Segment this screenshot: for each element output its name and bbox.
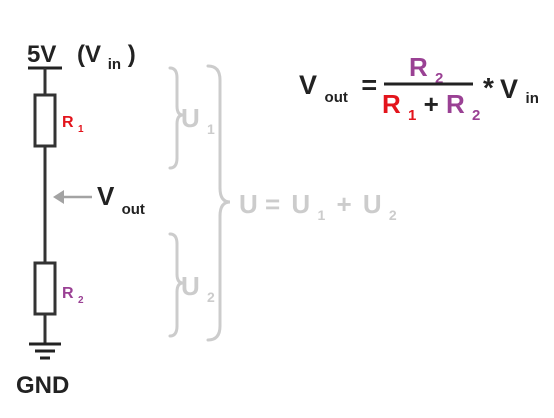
r1-label: R 1 xyxy=(62,114,84,135)
u2-label-main: U xyxy=(181,271,200,301)
supply-voltage: 5V xyxy=(27,41,56,68)
formula-lhs-sub: out xyxy=(325,89,348,106)
formula-num-sub: 2 xyxy=(435,70,443,87)
formula-den-a-main: R xyxy=(382,89,401,119)
formula-lhs: V out = xyxy=(299,70,377,108)
supply-vin-close: ) xyxy=(128,41,136,68)
supply-vin-open: (V xyxy=(77,41,101,68)
formula-lhs-main: V xyxy=(299,70,317,100)
u1-label-main: U xyxy=(181,103,200,133)
formula-equals: = xyxy=(361,70,377,100)
formula-denominator: R 1 + R 2 xyxy=(382,89,480,126)
brace-total xyxy=(206,64,231,342)
formula-den-b-sub: 2 xyxy=(472,107,480,124)
brace-u2 xyxy=(168,232,184,338)
ground-symbol xyxy=(29,342,61,360)
sum-b-main: U xyxy=(363,189,382,219)
formula-num-main: R xyxy=(409,52,428,82)
u2-label-sub: 2 xyxy=(207,289,215,305)
vout-label-sub: out xyxy=(122,201,145,218)
ground-label: GND xyxy=(16,372,69,399)
r1-label-sub: 1 xyxy=(78,124,84,135)
r2-label-sub: 2 xyxy=(78,295,84,306)
divider-formula: V out = R 2 R 1 + R 2 * V in xyxy=(299,52,539,126)
r2-label-main: R xyxy=(62,285,74,302)
brace-u1 xyxy=(168,66,184,170)
formula-numerator: R 2 xyxy=(409,52,443,87)
supply-vin-sub: in xyxy=(108,56,121,73)
vout-label-main: V xyxy=(97,181,115,211)
vout-arrow-icon xyxy=(53,190,92,204)
voltage-braces xyxy=(168,64,231,342)
sum-a-main: U xyxy=(291,189,310,219)
formula-vin-main: V xyxy=(500,74,518,104)
u2-label: U 2 xyxy=(181,271,215,305)
resistor-r2 xyxy=(33,261,57,316)
u1-label: U 1 xyxy=(181,103,215,137)
r1-label-main: R xyxy=(62,114,74,131)
sum-lhs: U = xyxy=(239,189,280,219)
voltage-sum-equation: U = U 1 + U 2 xyxy=(239,189,397,226)
u1-label-sub: 1 xyxy=(207,121,215,137)
formula-den-a-sub: 1 xyxy=(408,107,416,124)
sum-a-sub: 1 xyxy=(317,207,325,223)
formula-vin-sub: in xyxy=(526,90,539,107)
sum-b-sub: 2 xyxy=(389,207,397,223)
circuit: 5V (V in ) GND R 1 R 2 V out xyxy=(16,41,145,399)
formula-den-b-main: R xyxy=(446,89,465,119)
r2-label: R 2 xyxy=(62,285,84,306)
formula-den-plus: + xyxy=(424,89,439,119)
supply-label: 5V (V in ) xyxy=(27,41,136,75)
formula-times: * xyxy=(483,72,494,103)
vout-label: V out xyxy=(97,181,145,218)
sum-plus: + xyxy=(336,189,351,219)
resistor-r1 xyxy=(33,93,57,148)
formula-vin: V in xyxy=(500,74,539,107)
